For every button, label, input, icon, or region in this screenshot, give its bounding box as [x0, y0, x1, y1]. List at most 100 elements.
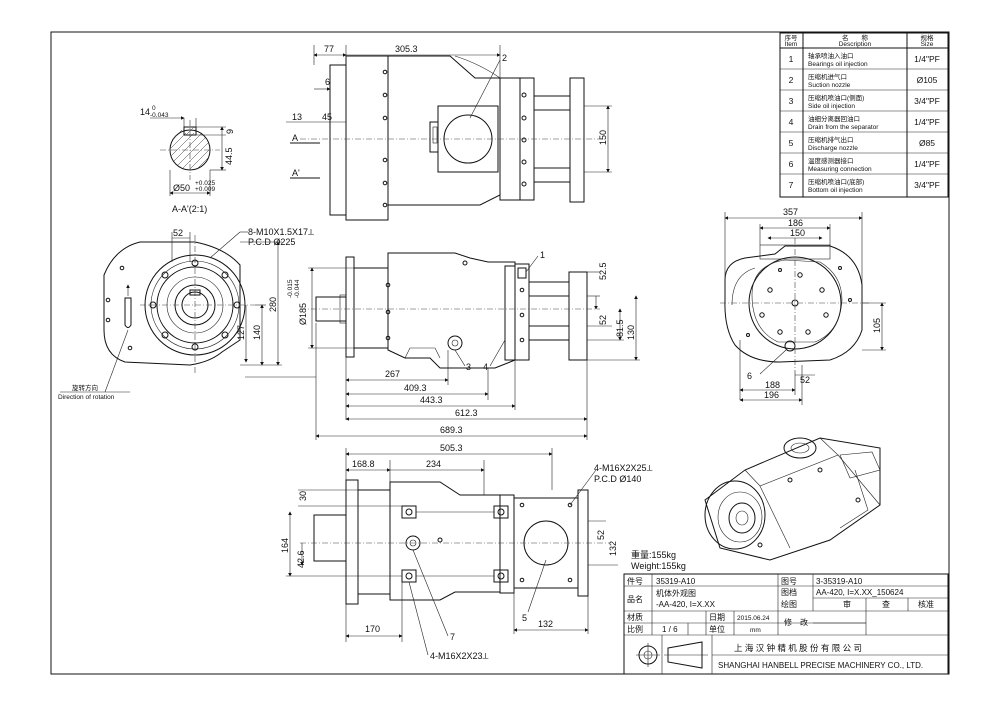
- svg-text:Drain from the separator: Drain from the separator: [808, 124, 879, 131]
- svg-text:3/4"PF: 3/4"PF: [914, 96, 940, 106]
- dim-keyway-9: 9: [225, 129, 235, 134]
- tb-part-no-label: 件号: [627, 576, 643, 586]
- dim-bottom-170: 170: [365, 624, 380, 634]
- bottom-view: 505.3 168.8 234 4-M16X2X25⟂ P.C.D Ø140 3…: [280, 443, 653, 661]
- svg-text:Suction nozzle: Suction nozzle: [808, 82, 851, 89]
- dim-bottom-168-8: 168.8: [352, 459, 375, 469]
- svg-text:+0.025: +0.025: [195, 180, 215, 187]
- dim-end-105: 105: [872, 318, 882, 333]
- svg-text:1/4"PF: 1/4"PF: [914, 159, 940, 169]
- dim-side-409-3: 409.3: [404, 383, 427, 393]
- dim-section-44-5: 44.5: [224, 147, 234, 165]
- tb-drawing-no: 3-35319-A10: [816, 577, 863, 586]
- dim-side-689-3: 689.3: [440, 425, 463, 435]
- svg-text:1/4"PF: 1/4"PF: [914, 54, 940, 64]
- parts-header-size-en: Size: [921, 41, 934, 48]
- dim-front-280: 280: [268, 297, 278, 312]
- dim-end-150: 150: [790, 228, 805, 238]
- dim-bottom-30: 30: [298, 491, 308, 501]
- weight-cn: 重量:155kg: [631, 549, 676, 560]
- callout-1: 1: [540, 250, 545, 260]
- callout-2: 2: [502, 53, 507, 63]
- dim-end-196: 196: [764, 390, 779, 400]
- tb-review: 审: [843, 599, 851, 609]
- weight-en: Weight:155kg: [631, 561, 686, 571]
- company-name-en: SHANGHAI HANBELL PRECISE MACHINERY CO., …: [718, 661, 923, 670]
- tb-file-label: 图档: [781, 587, 797, 597]
- section-mark-a-prime: A': [292, 168, 300, 178]
- parts-table: 序号 Item 名 称 Description 规格 Size 1 轴承喷油入油…: [779, 32, 949, 198]
- dim-305-3: 305.3: [395, 44, 418, 54]
- tb-material-label: 材质: [627, 612, 643, 622]
- parts-header-desc-cn: 名 称: [842, 33, 869, 42]
- section-view-a-a: 14 0 -0.043 9 44.5 Ø50 +0.025 +0.009 A-A…: [140, 105, 235, 214]
- section-mark-a: A: [292, 133, 298, 143]
- svg-text:轴承喷油入油口: 轴承喷油入油口: [808, 51, 854, 60]
- tb-check: 查: [882, 599, 890, 609]
- svg-text:油细分离器回油口: 油细分离器回油口: [808, 114, 860, 123]
- dim-bottom-132-v: 132: [608, 541, 618, 556]
- dim-front-140: 140: [252, 325, 262, 340]
- dim-side-443-3: 443.3: [420, 395, 443, 405]
- svg-text:Ø85: Ø85: [919, 138, 935, 148]
- dim-side-267: 267: [385, 369, 400, 379]
- front-view: 52 8-M10X1.5X17⟂ P.C.D Ø225 280 140 127 …: [58, 227, 314, 401]
- svg-text:-0.015: -0.015: [287, 279, 294, 298]
- svg-text:-0.043: -0.043: [150, 112, 169, 119]
- tb-file: AA-420, I=X.XX_150624: [816, 588, 904, 597]
- parts-row: 6 温度感测器接口 Measuring connection 1/4"PF: [789, 156, 940, 173]
- dim-bottom-505-3: 505.3: [440, 443, 463, 453]
- dim-bottom-234: 234: [426, 459, 441, 469]
- parts-row: 4 油细分离器回油口 Drain from the separator 1/4"…: [789, 114, 940, 131]
- svg-text:0: 0: [152, 105, 156, 112]
- tb-scale: 1 / 6: [662, 625, 678, 634]
- tb-unit-label: 单位: [709, 624, 725, 634]
- tb-date: 2015.06.24: [737, 615, 770, 622]
- bottom-pcd: P.C.D Ø140: [594, 474, 641, 484]
- isometric-view: [704, 437, 881, 561]
- svg-text:压缩机进气口: 压缩机进气口: [808, 72, 847, 81]
- section-title: A-A'(2:1): [172, 204, 207, 214]
- callout-6: 6: [747, 371, 752, 381]
- rotation-label-en: Direction of rotation: [58, 394, 115, 401]
- dim-bottom-42-6: 42.6: [296, 550, 306, 568]
- parts-row: 3 压缩机喷油口(侧面) Side oil injection 3/4"PF: [789, 93, 940, 110]
- svg-text:2: 2: [789, 75, 794, 85]
- svg-text:3: 3: [789, 96, 794, 106]
- company-name-cn: 上 海 汉 钟 精 机 股 份 有 限 公 司: [734, 643, 862, 653]
- svg-text:Ø105: Ø105: [917, 75, 938, 85]
- callout-3: 3: [466, 362, 471, 372]
- dim-77: 77: [324, 44, 334, 54]
- parts-row: 1 轴承喷油入油口 Bearings oil injection 1/4"PF: [789, 51, 940, 68]
- dim-end-52: 52: [800, 375, 810, 385]
- parts-header-item-en: Item: [785, 41, 798, 48]
- svg-text:Bottom oil injection: Bottom oil injection: [808, 187, 863, 194]
- tb-revision-label: 修 改: [784, 617, 808, 627]
- dim-side-52: 52: [598, 315, 608, 325]
- tb-part-no: 35319-A10: [656, 577, 696, 586]
- dim-6: 6: [325, 77, 330, 87]
- dim-end-188: 188: [765, 380, 780, 390]
- svg-text:5: 5: [789, 138, 794, 148]
- tb-unit: mm: [750, 627, 761, 634]
- svg-text:压缩机喷油口(侧面): 压缩机喷油口(侧面): [808, 93, 864, 102]
- dim-bottom-52: 52: [596, 530, 606, 540]
- tb-drawing-no-label: 图号: [781, 577, 797, 586]
- svg-text:Measuring connection: Measuring connection: [808, 166, 872, 173]
- dim-shaft-50: Ø50: [173, 183, 190, 193]
- front-bolt-pattern: 8-M10X1.5X17⟂: [248, 227, 314, 237]
- tb-drafter-label: 绘图: [781, 599, 797, 609]
- bottom-hole-pattern: 4-M16X2X25⟂: [594, 463, 653, 473]
- svg-text:压缩机喷油口(底部): 压缩机喷油口(底部): [808, 177, 864, 186]
- dim-side-130: 130: [626, 325, 636, 340]
- dim-side-81-5: 81.5: [615, 319, 625, 337]
- dim-side-612-3: 612.3: [455, 408, 478, 418]
- parts-header-desc-en: Description: [839, 41, 872, 48]
- end-view: 357 186 150 105 52 188 196 6: [720, 207, 886, 405]
- dim-side-185: Ø185: [298, 303, 308, 325]
- rotation-label-cn: 旋转方向: [72, 383, 98, 392]
- projection-cone-icon: [667, 641, 703, 669]
- dim-13: 13: [292, 112, 302, 122]
- svg-text:6: 6: [789, 159, 794, 169]
